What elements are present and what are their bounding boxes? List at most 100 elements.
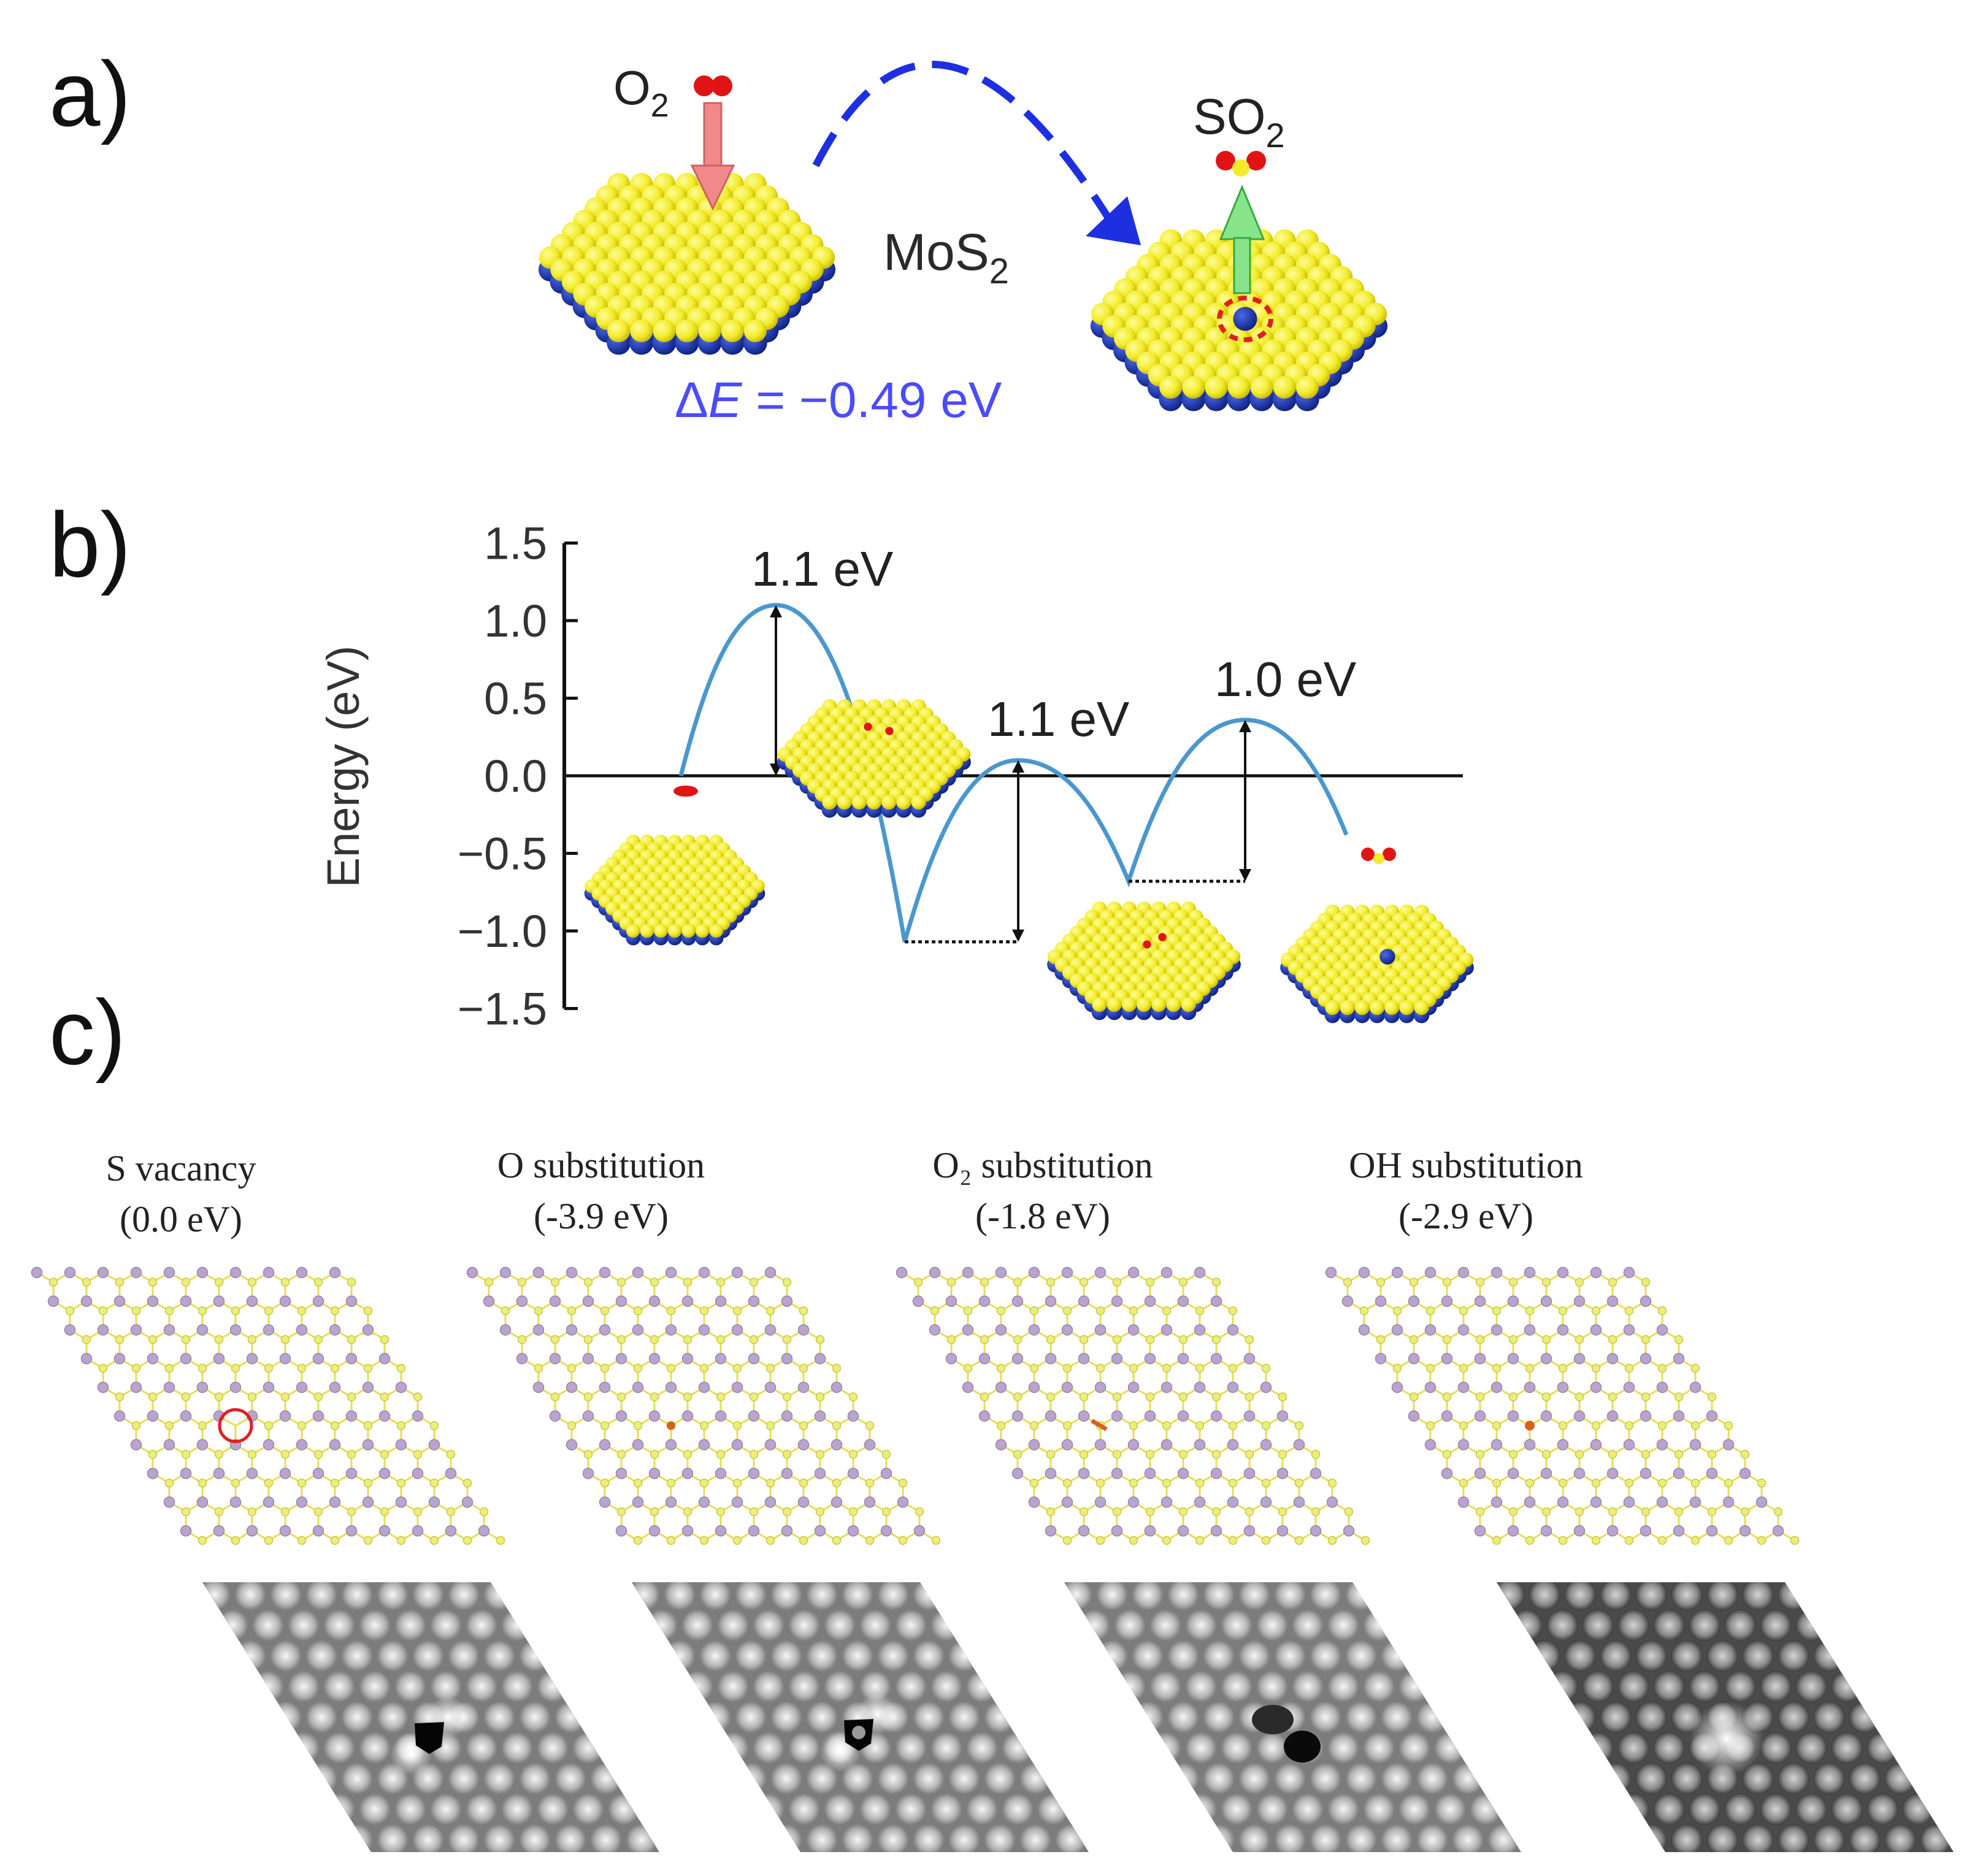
stm-image-o2-substitution-atom-spot [1487, 1701, 1519, 1733]
stm-image-o2-substitution-atom-spot [1064, 1640, 1092, 1672]
lattice-s-vacancy-mo-atom [395, 1381, 407, 1393]
lattice-s-vacancy-mo-atom [329, 1439, 341, 1451]
stm-image-o2-substitution-atom-spot [1452, 1824, 1484, 1852]
lattice-o-substitution-s-atom [567, 1421, 577, 1430]
stm-image-o2-substitution-atom-spot [1434, 1671, 1466, 1702]
lattice-oh-substitution-mo-atom [1623, 1266, 1635, 1279]
stm-image-o2-substitution-atom-spot [1327, 1793, 1359, 1825]
stm-image-o-substitution-atom-spot [1055, 1763, 1087, 1794]
stm-image-o-substitution-atom-spot [948, 1701, 980, 1733]
lattice-s-vacancy-mo-atom [279, 1410, 291, 1422]
lattice-o-substitution-s-atom [616, 1334, 626, 1344]
desorption-arrow [1219, 185, 1265, 294]
stm-image-oh-substitution-atom-spot [1884, 1763, 1916, 1794]
lattice-o2-substitution-mo-atom [1011, 1295, 1024, 1307]
lattice-o2-substitution-s-atom [1029, 1421, 1039, 1430]
stm-image-o-substitution-atom-spot [1019, 1701, 1051, 1733]
lattice-s-vacancy-s-atom [198, 1421, 207, 1430]
stm-image-o-substitution-atom-spot [1037, 1793, 1069, 1825]
lattice-o2-substitution-s-atom [946, 1277, 956, 1287]
lattice-o-substitution-s-atom [616, 1392, 626, 1402]
lattice-o2-substitution-mo-atom [1094, 1439, 1107, 1451]
stm-image-oh-substitution-atom-spot [1795, 1732, 1827, 1764]
stm-image-s-vacancy-atom-spot [252, 1609, 284, 1641]
lattice-oh-substitution-mo-atom [1606, 1353, 1619, 1365]
lattice-o2-substitution-s-atom [1195, 1421, 1205, 1430]
lattice-oh-substitution-s-atom [1425, 1363, 1435, 1373]
lattice-s-vacancy-s-atom [396, 1363, 406, 1373]
lattice-o-substitution-mo-atom [599, 1439, 611, 1451]
stm-image-o-substitution-atom-spot [1162, 1824, 1194, 1856]
stm-image-s-vacancy-atom-spot [323, 1609, 355, 1641]
lattice-o-substitution-s-atom [881, 1450, 891, 1459]
lattice-o-substitution-mo-atom [615, 1468, 627, 1479]
lattice-o-substitution-s-atom [765, 1478, 775, 1488]
stm-image-o2-substitution-atom-spot [1292, 1671, 1324, 1702]
lattice-o-substitution-mo-atom [615, 1410, 627, 1422]
lattice-oh-substitution-s-atom [1459, 1363, 1468, 1373]
lattice-oh-substitution-mo-atom [1507, 1353, 1519, 1365]
lattice-s-vacancy-s-atom [313, 1450, 323, 1459]
stm-image-o2-substitution-atom-spot [1114, 1609, 1146, 1641]
structure-energy-4: (-2.9 eV) [1398, 1196, 1533, 1236]
stm-image-o-substitution-atom-spot [806, 1763, 838, 1794]
lattice-o2-substitution-s-atom [1046, 1277, 1056, 1287]
lattice-o2-substitution-s-atom [1211, 1277, 1221, 1287]
lattice-oh-substitution-mo-atom [1491, 1381, 1503, 1393]
lattice-s-vacancy-s-atom [164, 1363, 174, 1373]
lattice-oh-substitution-mo-atom [1540, 1468, 1552, 1479]
stm-image-oh-substitution-atom-spot [1497, 1609, 1507, 1641]
lattice-o-substitution [466, 1266, 941, 1545]
lattice-o2-substitution-mo-atom [1061, 1381, 1073, 1393]
lattice-s-vacancy-s-atom [181, 1507, 191, 1517]
stm-image-s-vacancy-atom-spot [163, 1579, 195, 1610]
stm-image-o-substitution-atom-spot [699, 1763, 731, 1794]
lattice-o-substitution-s-atom [799, 1536, 808, 1545]
stm-image-o-substitution-atom-spot [681, 1609, 713, 1641]
stm-image-o2-substitution-atom-spot [1470, 1671, 1502, 1702]
lattice-o2-substitution-s-atom [1095, 1536, 1105, 1545]
lattice-oh-substitution-hydroxyl-group [1525, 1420, 1535, 1431]
state-slab-initial-s-atom [654, 924, 668, 938]
mos2-slab-right-s-atom [1273, 375, 1296, 399]
lattice-o2-substitution-mo-atom [1210, 1410, 1222, 1422]
stm-image-o2-substitution-atom-spot [1007, 1548, 1039, 1580]
stm-image-s-vacancy-atom-spot [341, 1582, 373, 1610]
stm-image-o2-substitution-atom-spot [1381, 1582, 1413, 1610]
stm-image-oh-substitution-atom-spot [1706, 1640, 1738, 1672]
lattice-oh-substitution-mo-atom [1573, 1295, 1586, 1307]
stm-image-oh-substitution-atom-spot [1831, 1548, 1863, 1580]
stm-image-o2-substitution-atom-spot [1416, 1701, 1448, 1733]
lattice-o2-substitution-mo-atom [1111, 1468, 1123, 1479]
stm-image-o-substitution-atom-spot [895, 1548, 927, 1580]
stm-image-s-vacancy-atom-spot [234, 1582, 266, 1610]
stm-image-s-vacancy-atom-spot [323, 1671, 355, 1702]
stm-image-o2-substitution-atom-spot [1167, 1824, 1199, 1852]
lattice-s-vacancy-mo-atom [279, 1353, 291, 1365]
lattice-oh-substitution-s-atom [1657, 1421, 1667, 1430]
state-slab-final-s-atom [1399, 1000, 1414, 1016]
stm-image-oh-substitution-atom-spot [1653, 1609, 1685, 1641]
lattice-s-vacancy-s-atom [280, 1277, 290, 1287]
lattice-s-vacancy-s-atom [429, 1536, 439, 1545]
state-slab-final [1280, 904, 1474, 1024]
stm-image-s-vacancy-atom-spot [519, 1763, 551, 1794]
lattice-s-vacancy-s-atom [363, 1536, 373, 1545]
stm-image-o-substitution-atom-spot [806, 1640, 838, 1672]
state-slab-adsorbed-s-atom [822, 794, 837, 810]
lattice-o-substitution-mo-atom [516, 1353, 528, 1365]
lattice-o-substitution-s-atom [716, 1507, 726, 1517]
lattice-s-vacancy-s-atom [363, 1421, 373, 1430]
lattice-o-substitution-mo-atom [549, 1410, 561, 1422]
lattice-o2-substitution-mo-atom [995, 1381, 1007, 1393]
stm-image-o2-substitution-atom-spot [1132, 1582, 1164, 1610]
lattice-oh-substitution-s-atom [1674, 1507, 1684, 1517]
stm-image-s-vacancy-atom-spot [181, 1548, 213, 1580]
state-slab-initial-s-atom [640, 924, 654, 938]
lattice-o2-substitution-mo-atom [1078, 1353, 1090, 1365]
stm-image-o2-substitution-atom-spot [1452, 1763, 1484, 1794]
lattice-s-vacancy-s-atom [330, 1306, 340, 1315]
lattice-oh-substitution-mo-atom [1623, 1496, 1635, 1508]
stm-image-s-vacancy-atom-spot [661, 1701, 693, 1733]
lattice-oh-substitution-s-atom [1558, 1536, 1568, 1545]
